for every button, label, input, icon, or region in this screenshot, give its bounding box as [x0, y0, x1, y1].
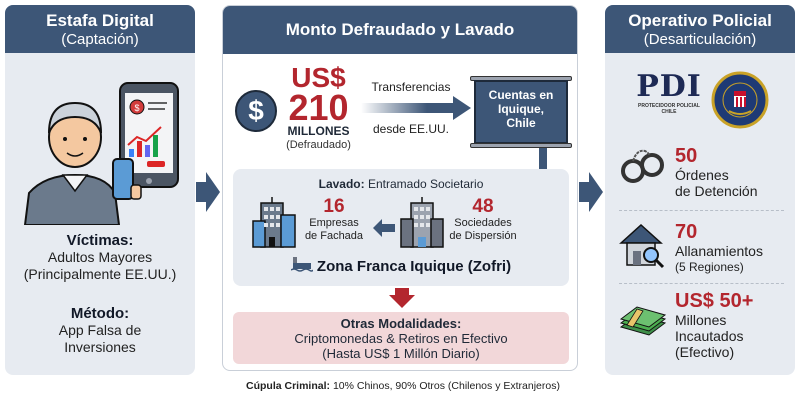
dispersion-company-building-icon — [400, 197, 444, 248]
transfer-label-2: desde EE.UU. — [372, 122, 450, 136]
arrest-warrants-value: 50 — [675, 145, 698, 167]
port-warehouse-icon — [290, 257, 314, 272]
method-line1: App Falsa de — [58, 322, 142, 338]
dispersion-line1: Sociedades — [454, 217, 512, 229]
amount-unit: MILLONES — [287, 124, 350, 138]
dollar-coin-icon: $ — [235, 90, 277, 132]
front-company-building-icon — [252, 197, 296, 248]
accounts-line3: Chile — [506, 116, 536, 130]
laundering-title-bold: Lavado: — [318, 177, 365, 191]
method-label: Método: — [70, 305, 130, 322]
divider — [619, 283, 784, 284]
criminal-leadership-text: 10% Chinos, 90% Otros (Chilenos y Extran… — [330, 380, 560, 392]
handcuffs-icon — [621, 149, 664, 183]
criminal-leadership-note: Cúpula Criminal: 10% Chinos, 90% Otros (… — [228, 380, 578, 392]
elderly-man-with-phone-icon: $ — [23, 82, 179, 225]
arrest-warrants-line1: Órdenes — [675, 167, 729, 183]
sign-bottom-bar — [470, 143, 572, 148]
pdi-logo-sub2: CHILE — [661, 109, 677, 115]
house-search-icon — [619, 223, 665, 269]
flow-arrow-right-icon — [579, 172, 603, 212]
arrow-down-icon — [389, 288, 415, 308]
left-panel-title: Estafa Digital — [46, 11, 154, 30]
seized-cash-line2: Incautados — [675, 328, 744, 344]
front-companies-count: 16 — [323, 196, 345, 217]
other-methods-line1: Criptomonedas & Retiros en Efectivo — [294, 331, 508, 346]
front-companies-line1: Empresas — [309, 217, 359, 229]
victims-label: Víctimas: — [66, 232, 134, 249]
amount-prefix: US$ — [291, 62, 346, 93]
transfer-arrow-icon — [361, 96, 471, 120]
raids-line2: (5 Regiones) — [675, 260, 744, 274]
right-panel-header: Operativo Policial (Desarticulación) — [605, 5, 795, 53]
laundering-title-rest: Entramado Societario — [364, 177, 484, 191]
police-operation-panel: Operativo Policial (Desarticulación) PDI… — [605, 5, 795, 375]
fraud-laundering-panel: Monto Defraudado y Lavado $ US$ 210 MILL… — [222, 5, 578, 371]
free-trade-zone-label: Zona Franca Iquique (Zofri) — [316, 258, 512, 275]
dispersion-stat: 48 Sociedades de Dispersión — [445, 197, 521, 243]
victim-capture-panel: Estafa Digital (Captación) $ Víctimas: A… — [5, 5, 195, 375]
criminal-leadership-label: Cúpula Criminal: — [246, 380, 331, 392]
other-methods-title: Otras Modalidades: — [340, 316, 462, 331]
right-panel-subtitle: (Desarticulación) — [643, 31, 757, 48]
svg-text:$: $ — [134, 103, 139, 113]
left-panel-subtitle: (Captación) — [61, 31, 139, 48]
seized-cash-value: US$ 50+ — [675, 290, 754, 312]
amount-note: (Defraudado) — [286, 139, 351, 151]
other-methods-line2: (Hasta US$ 1 Millón Diario) — [322, 346, 480, 361]
laundering-structure-box: Lavado: Entramado Societario 16 Empresas… — [233, 169, 569, 286]
left-panel-header: Estafa Digital (Captación) — [5, 5, 195, 53]
method-line2: Inversiones — [64, 339, 136, 355]
fbi-seal-icon — [711, 71, 769, 129]
accounts-line1: Cuentas en — [488, 88, 554, 102]
seized-cash-line1: Millones — [675, 312, 727, 328]
dispersion-line2: de Dispersión — [449, 230, 517, 242]
dispersion-count: 48 — [472, 196, 494, 217]
arrest-warrants-line2: de Detención — [675, 183, 758, 199]
front-companies-line2: de Fachada — [304, 230, 364, 242]
center-panel-title: Monto Defraudado y Lavado — [285, 20, 515, 39]
victims-line2: (Principalmente EE.UU.) — [23, 266, 177, 282]
arrest-warrants-stat: 50 Órdenes de Detención — [675, 145, 758, 199]
raids-stat: 70 Allanamientos (5 Regiones) — [675, 221, 763, 275]
pdi-logo-text: PDI — [636, 69, 702, 104]
right-panel-title: Operativo Policial — [628, 11, 772, 30]
transfer-label-1: Transferencias — [371, 80, 451, 94]
amount-value: 210 — [288, 87, 349, 128]
divider — [619, 210, 784, 211]
iquique-accounts-sign: Cuentas en Iquique, Chile — [474, 80, 568, 144]
raids-line1: Allanamientos — [675, 243, 763, 259]
flow-arrow-right-icon — [196, 172, 220, 212]
free-trade-zone: Zona Franca Iquique (Zofri) — [233, 257, 569, 275]
cash-stack-icon — [619, 306, 667, 336]
pdi-logo: PDI PROTECIDOOR POLICIAL CHILE — [631, 69, 707, 116]
laundering-title: Lavado: Entramado Societario — [233, 177, 569, 191]
front-companies-stat: 16 Empresas de Fachada — [299, 197, 369, 243]
seized-cash-stat: US$ 50+ Millones Incautados (Efectivo) — [675, 290, 753, 360]
center-panel-header: Monto Defraudado y Lavado — [223, 6, 577, 54]
arrow-left-icon — [373, 219, 395, 237]
seized-cash-line3: (Efectivo) — [675, 344, 735, 360]
defrauded-amount: US$ 210 MILLONES (Defraudado) — [281, 64, 356, 152]
raids-value: 70 — [675, 221, 698, 243]
accounts-line2: Iquique, — [498, 102, 544, 116]
other-methods-box: Otras Modalidades: Criptomonedas & Retir… — [233, 312, 569, 364]
pdi-logo-sub1: PROTECIDOOR POLICIAL — [638, 103, 700, 109]
victims-line1: Adultos Mayores — [47, 249, 153, 265]
